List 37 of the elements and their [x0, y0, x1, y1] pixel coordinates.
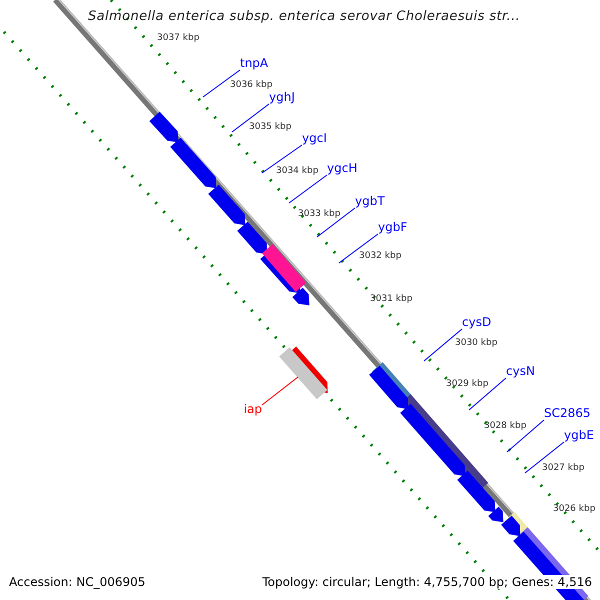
position-label: 3030 kbp [455, 338, 498, 349]
position-label: 3027 kbp [542, 463, 584, 474]
position-label: 3036 kbp [230, 80, 272, 91]
leader-line [524, 442, 564, 474]
map-title: Salmonella enterica subsp. enterica serovar Choleraesuis str... [88, 9, 520, 24]
position-label: 3031 kbp [370, 294, 412, 305]
leader-line [338, 234, 378, 264]
leader-line [262, 144, 302, 174]
accession-text: Accession: NC_006905 [9, 575, 146, 589]
gene-label: cysN [506, 365, 535, 378]
position-label: 3035 kbp [249, 122, 292, 133]
position-label: 3028 kbp [484, 421, 526, 432]
leader-line [288, 174, 328, 204]
gene-label: ygbF [378, 221, 408, 234]
gene-label: SC2865 [544, 407, 591, 420]
position-label: 3029 kbp [446, 379, 488, 390]
position-label: 3032 kbp [359, 251, 402, 262]
leader-line [202, 70, 240, 98]
gene-label: yghJ [269, 91, 295, 104]
leader-line [316, 208, 356, 238]
position-label: 3026 kbp [553, 504, 596, 515]
gene-label: ygcI [302, 132, 327, 145]
leader-line [506, 420, 544, 452]
position-label: 3034 kbp [276, 166, 318, 177]
position-label: 3037 kbp [157, 33, 200, 44]
gene-label: tnpA [240, 57, 268, 70]
leader-line [262, 376, 298, 406]
leader-line [468, 378, 506, 410]
leader-line [424, 328, 462, 362]
gene-label: ygcH [327, 162, 358, 175]
gene-label: cysD [462, 316, 492, 329]
position-label: 3033 kbp [298, 209, 340, 220]
gene-label: ygbT [355, 195, 385, 208]
gene-label: ygbE [564, 429, 594, 442]
genome-info-text: Topology: circular; Length: 4,755,700 bp; Genes: 4,516 [262, 575, 592, 589]
gene-label: iap [244, 403, 262, 416]
leader-line [232, 104, 270, 132]
